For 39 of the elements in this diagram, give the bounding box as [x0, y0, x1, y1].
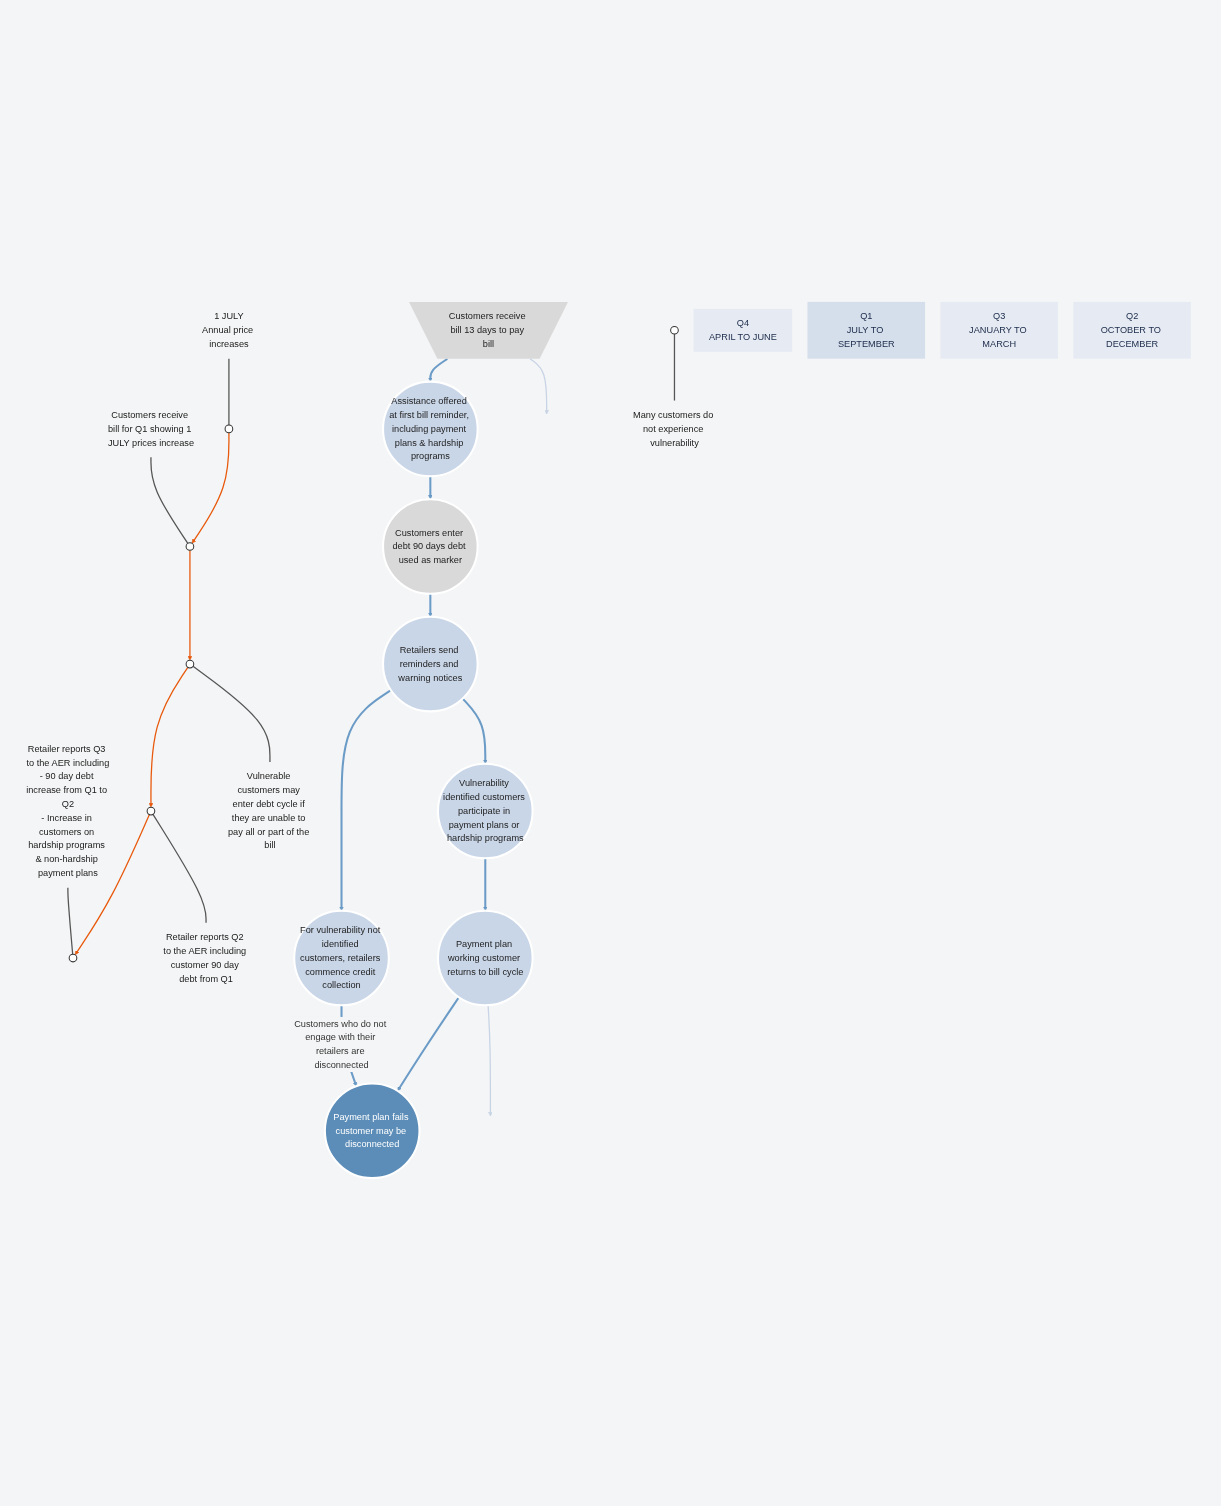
- arrow: [339, 689, 392, 911]
- arrow: [428, 593, 433, 617]
- arrow: [397, 996, 460, 1092]
- node-circle: Retailers send reminders and warning notices: [382, 615, 479, 713]
- node-circle: Customers enter debt 90 days debt used as marker: [382, 498, 479, 595]
- node-circle: [146, 806, 156, 816]
- node-circle: [185, 659, 195, 669]
- node-circle: [670, 325, 679, 335]
- arrow: [187, 549, 193, 661]
- connector: [67, 887, 74, 955]
- connector: [192, 665, 271, 763]
- arrow: [483, 858, 488, 911]
- connector: [152, 813, 207, 924]
- node-text: Retailer reports Q3 to the AER including - 90 day debt increase from Q1 to Q2 - Increase in customers on hardship programs & non-hardship payment plans: [26, 743, 110, 879]
- arrow: [428, 358, 448, 382]
- node-circle: [224, 424, 234, 434]
- node-circle: [68, 953, 78, 963]
- node-circle: For vulnerability not identified customers, retailers commence credit collection: [293, 909, 390, 1007]
- arrow: [461, 697, 488, 764]
- edge-label: Customers who do not engage with their retailers are disconnected: [294, 1018, 387, 1070]
- node-circle: Payment plan fails customer may be disconnected: [323, 1082, 421, 1180]
- arrow: [428, 476, 433, 500]
- arrow: [191, 432, 230, 544]
- node-circle: [185, 542, 195, 551]
- node-text: Retailer reports Q2 to the AER including customer 90 day debt from Q1: [163, 931, 247, 984]
- connector: [673, 333, 676, 402]
- node-circle: Assistance offered at first bill reminder, including payment plans & hardship programs: [382, 380, 479, 478]
- node-box: Q1 JULY TO SEPTEMBER: [807, 301, 926, 359]
- arrow: [74, 813, 151, 956]
- connector: [228, 358, 230, 426]
- node-text: 1 JULY Annual price increases: [202, 311, 254, 349]
- connector: [150, 456, 189, 544]
- node-circle: Vulnerability identified customers participate in payment plans or hardship programs: [437, 762, 534, 860]
- node-text: Many customers do not experience vulnerability: [633, 409, 714, 448]
- node-circle: Payment plan working customer returns to bill cycle: [437, 909, 534, 1007]
- arrow: [148, 666, 189, 808]
- node-text: Customers receive bill for Q1 showing 1 JULY prices increase: [107, 409, 194, 448]
- node-text: Vulnerable customers may enter debt cycle if they are unable to pay all or part of the bill: [228, 771, 310, 851]
- arrow: [529, 358, 549, 415]
